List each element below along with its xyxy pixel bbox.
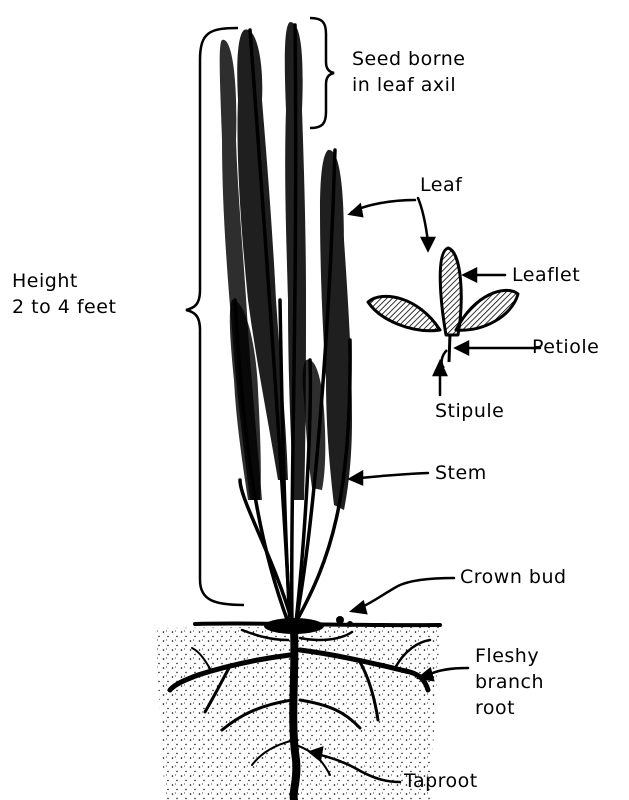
seed-label-line1: Seed borne bbox=[352, 48, 465, 71]
center-leaflet bbox=[440, 248, 461, 335]
fleshy-root-label-line2: branch bbox=[475, 671, 544, 694]
petiole-shape bbox=[449, 334, 450, 362]
petiole-label: Petiole bbox=[532, 336, 599, 359]
fleshy-root-label-line1: Fleshy bbox=[475, 645, 539, 668]
leaflet-label: Leaflet bbox=[512, 264, 580, 287]
leaf-label: Leaf bbox=[420, 174, 462, 197]
seed-brace bbox=[310, 18, 334, 128]
stem-label: Stem bbox=[435, 462, 487, 485]
left-leaflet bbox=[368, 296, 440, 330]
crown-bud-label: Crown bud bbox=[460, 566, 567, 589]
height-label-line1: Height bbox=[12, 270, 78, 293]
stipule-label: Stipule bbox=[435, 400, 504, 423]
seed-label-line2: in leaf axil bbox=[352, 74, 456, 97]
height-label-line2: 2 to 4 feet bbox=[12, 296, 116, 319]
right-leaflet bbox=[456, 290, 518, 330]
taproot-label: Taproot bbox=[404, 770, 478, 793]
taproot-shape bbox=[293, 630, 296, 800]
foliage bbox=[220, 22, 352, 510]
fleshy-root-label-line3: root bbox=[475, 697, 515, 720]
leaf-detail bbox=[368, 248, 518, 368]
